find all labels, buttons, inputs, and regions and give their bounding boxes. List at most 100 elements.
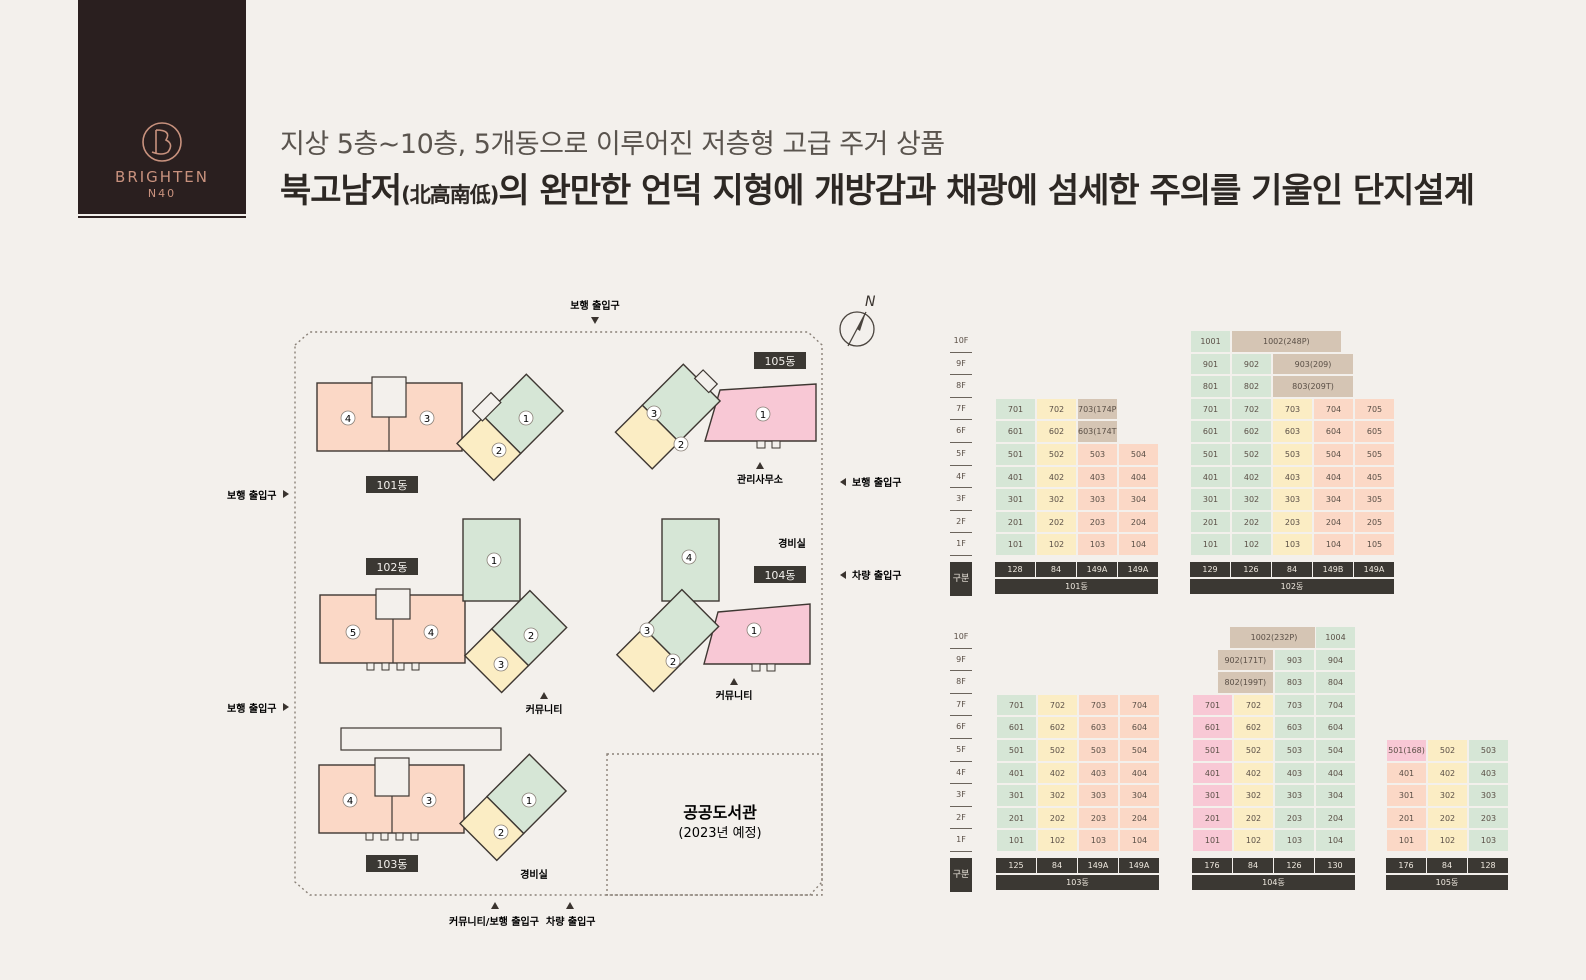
t101-unit-cell: 701 [995,397,1036,421]
t104-unit-cell: 202 [1233,806,1274,830]
top-floor-label: 8F [950,375,972,398]
t101-unit-cell: 702 [1036,397,1077,421]
t102-unit-cell: 404 [1313,465,1354,489]
t102-unit-cell: 504 [1313,443,1354,466]
site-boundary [294,331,823,896]
t105-unit-cell: 402 [1427,761,1468,785]
t105-unit-cell: 401 [1386,761,1427,785]
t101-unit-cell: 502 [1036,443,1077,466]
t103-unit-cell: 104 [1119,829,1160,852]
unit-104-1: 4 [686,553,692,564]
site-plan: N 4 3 1 2 5 4 1 [227,294,901,928]
top-entry-label: 보행 출입구 [570,299,619,312]
t101-unit-cell: 301 [995,488,1036,511]
t104-unit-cell: 101 [1192,829,1233,852]
unit-101-4: 2 [496,446,502,457]
t103-unit-cell: 602 [1037,716,1078,739]
t101-unit-cell: 504 [1118,443,1159,466]
t103-unit-cell: 201 [996,806,1037,830]
arrow-up-icon [491,902,499,909]
t103-unit-cell: 701 [996,693,1037,717]
t103-unit-cell: 102 [1037,829,1078,852]
top-floor-label: 2F [950,511,972,534]
t103-unit-cell: 304 [1119,784,1160,807]
top-floor-label: 5F [950,443,972,466]
t103-unit-cell: 301 [996,784,1037,807]
t101-name-cell: 101동 [995,579,1159,594]
bottom-comm-entry-label: 커뮤니티/보행 출입구 [449,915,539,928]
t103-header-cell: 149A [1119,858,1160,873]
top-floor-label: 1F [950,533,972,556]
t105-header-cell: 84 [1427,858,1468,873]
t104-unit-cell: 304 [1315,784,1356,807]
t102-unit-cell: 702 [1231,397,1272,421]
building-103: 4 3 1 2 [318,727,568,862]
t103-unit-cell: 402 [1037,761,1078,785]
t104-unit-cell: 601 [1192,716,1233,739]
t102-unit-cell: 205 [1354,510,1395,534]
t102-unit-cell: 605 [1354,420,1395,443]
t102-header-cell: 149A [1354,562,1395,577]
t103-unit-cell: 503 [1078,739,1119,762]
t102-unit-cell: 703 [1272,397,1313,421]
t103-unit-cell: 601 [996,716,1037,739]
t102-unit-cell: 704 [1313,397,1354,421]
t102-unit-cell: 102 [1231,533,1272,556]
t103-unit-cell: 401 [996,761,1037,785]
t105-header-cell: 128 [1468,858,1509,873]
bottom-floor-label: 5F [950,739,972,762]
community-label-2: 커뮤니티 [716,689,753,702]
bottom-floor-label: 9F [950,649,972,672]
t104-unit-cell: 701 [1192,693,1233,717]
unit-102-3: 1 [491,556,497,567]
t102-unit-cell: 302 [1231,488,1272,511]
unit-102-1: 5 [350,628,356,639]
t105-unit-cell: 301 [1386,784,1427,807]
t102-header-cell: 84 [1272,562,1313,577]
title-part-a: 북고남저 [280,171,402,211]
badge-103: 103동 [366,855,418,872]
building-101: 4 3 1 2 [316,373,565,482]
right-car-entry-label: 차량 출입구 [852,569,901,582]
t104-unit-cell: 102 [1233,829,1274,852]
t102-unit-cell: 502 [1231,443,1272,466]
right-ped-entry-label: 보행 출입구 [852,476,901,489]
t104-unit-cell: 503 [1274,739,1315,762]
t103-header-cell: 84 [1037,858,1078,873]
t102-unit-cell: 701 [1190,397,1231,421]
svg-text:101동: 101동 [376,479,407,492]
unit-104-4: 1 [751,626,757,637]
t104-unit-cell: 502 [1233,739,1274,762]
logo-name: BRIGHTEN [115,168,209,186]
t102-unit-cell: 103 [1272,533,1313,556]
title-part-hanja: (北高南低) [401,183,499,207]
t102-name-cell: 102동 [1190,579,1395,594]
left-entry-label-1: 보행 출입구 [227,489,276,502]
t105-unit-cell: 103 [1468,829,1509,852]
t101-unit-cell: 102 [1036,533,1077,556]
t104-top-unit-cell: 803 [1274,671,1315,694]
guard-room-label-1: 경비실 [778,537,806,550]
t103-header-cell: 149A [1078,858,1119,873]
svg-text:105동: 105동 [764,355,795,368]
arrow-down-icon [591,317,599,324]
bottom-floor-label: 1F [950,829,972,852]
t104-top-unit-cell: 1004 [1315,626,1356,649]
compass-icon [839,311,875,347]
top-floor-label: 3F [950,488,972,511]
t104-unit-cell: 204 [1315,806,1356,830]
t102-top-unit-cell: 902 [1231,352,1272,376]
arrow-left-icon [840,571,846,579]
arrow-right-icon [283,490,289,498]
left-entry-label-2: 보행 출입구 [227,702,276,715]
t103-unit-cell: 202 [1037,806,1078,830]
t104-unit-cell: 103 [1274,829,1315,852]
brand-logo [78,0,246,214]
community-label-1: 커뮤니티 [526,703,563,716]
t101-unit-cell: 404 [1118,465,1159,489]
t101-unit-cell: 602 [1036,420,1077,443]
t102-top-unit-cell: 1001 [1190,330,1231,353]
t104-unit-cell: 404 [1315,761,1356,785]
t104-unit-cell: 703 [1274,693,1315,717]
t104-unit-cell: 201 [1192,806,1233,830]
